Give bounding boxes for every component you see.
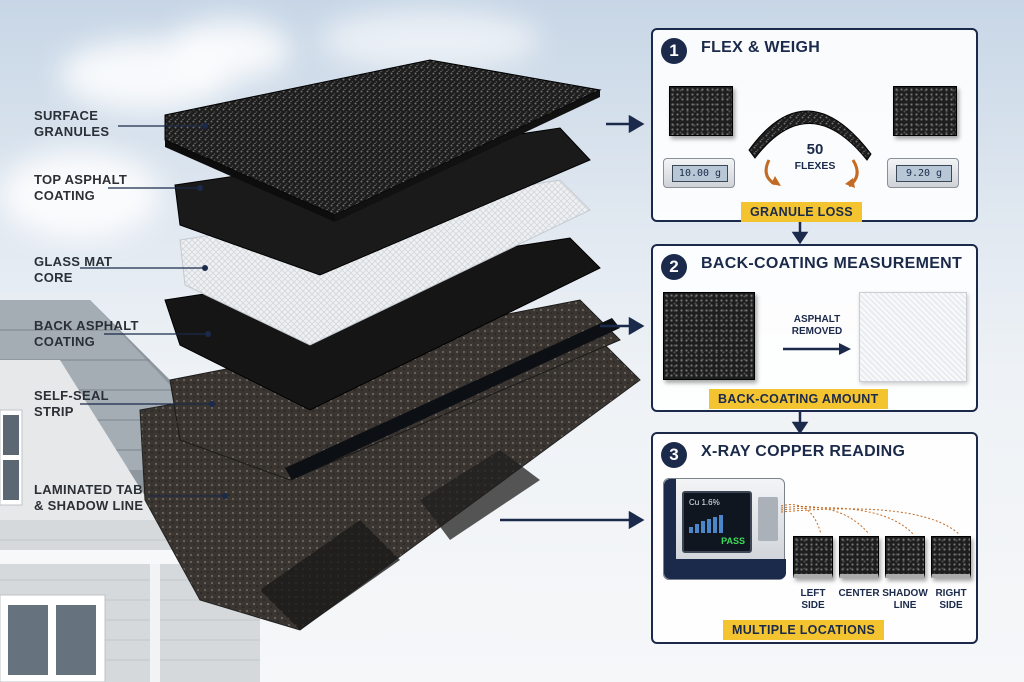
sample-before <box>669 86 733 136</box>
cloud <box>0 150 160 240</box>
status-pass: PASS <box>721 536 745 546</box>
panel-title: X-RAY COPPER READING <box>701 443 906 460</box>
flex-label: FLEXES <box>794 160 836 172</box>
right-arrow-icon <box>783 343 851 355</box>
self-seal-strip <box>285 318 620 480</box>
cloud <box>170 20 290 80</box>
label-back-asphalt-coating: BACK ASPHALT COATING <box>34 318 139 349</box>
result-badge: GRANULE LOSS <box>741 202 862 222</box>
scale-display: 9.20 g <box>896 165 952 182</box>
result-badge: BACK-COATING AMOUNT <box>709 389 888 409</box>
bar-graph-icon <box>689 515 723 533</box>
label-top-asphalt-coating: TOP ASPHALT COATING <box>34 172 128 203</box>
shadow-line-tab <box>260 520 400 630</box>
analyzer-base <box>676 559 786 579</box>
scale-display: 10.00 g <box>672 165 728 182</box>
screen-reading: Cu 1.6% <box>689 498 720 507</box>
step-number: 3 <box>661 442 687 468</box>
xray-analyzer: Cu 1.6% PASS <box>663 478 786 580</box>
panel-flex-weigh: 1 FLEX & WEIGH 10.00 g 50 FLEXES 9.20 g … <box>651 28 978 222</box>
sample-left <box>793 536 833 578</box>
flex-count: 50 <box>806 141 824 158</box>
step-number: 2 <box>661 254 687 280</box>
sample-center <box>839 536 879 578</box>
self-seal-strip-layer <box>169 299 621 481</box>
result-badge: MULTIPLE LOCATIONS <box>723 620 885 640</box>
sample-after <box>893 86 957 136</box>
panel-title: BACK-COATING MEASUREMENT <box>701 255 963 272</box>
label-surface-granules: SURFACE GRANULES <box>34 108 110 139</box>
probe-leads <box>781 504 960 535</box>
scale-after: 9.20 g <box>887 158 959 188</box>
location-shadow-line: SHADOW LINE <box>882 588 928 611</box>
label-self-seal-strip: SELF-SEAL STRIP <box>34 388 109 419</box>
analyzer-screen: Cu 1.6% PASS <box>682 491 752 553</box>
label-glass-mat-core: GLASS MAT CORE <box>34 254 113 285</box>
analyzer-side-panel <box>664 479 676 579</box>
shadow-line-tab <box>420 450 540 540</box>
panel-xray-copper: 3 X-RAY COPPER READING Cu 1.6% PASS <box>651 432 978 644</box>
panel-back-coating: 2 BACK-COATING MEASUREMENT ASPHALT REMOV… <box>651 244 978 412</box>
sample-right <box>931 536 971 578</box>
location-right-side: RIGHT SIDE <box>935 588 967 611</box>
sample-stripped <box>859 292 967 382</box>
scale-before: 10.00 g <box>663 158 735 188</box>
surface-granules-edge <box>335 90 600 222</box>
sample-shadow-line <box>885 536 925 578</box>
location-left-side: LEFT SIDE <box>800 588 826 611</box>
arrow-label: ASPHALT REMOVED <box>791 314 843 337</box>
surface-granules-edge <box>165 140 335 222</box>
flex-illustration <box>748 110 872 188</box>
location-center: CENTER <box>838 588 880 599</box>
panel-title: FLEX & WEIGH <box>701 39 821 56</box>
sample-coated <box>663 292 755 380</box>
label-laminated-tab: LAMINATED TAB & SHADOW LINE <box>34 482 144 513</box>
step-number: 1 <box>661 38 687 64</box>
analyzer-port <box>758 497 778 541</box>
